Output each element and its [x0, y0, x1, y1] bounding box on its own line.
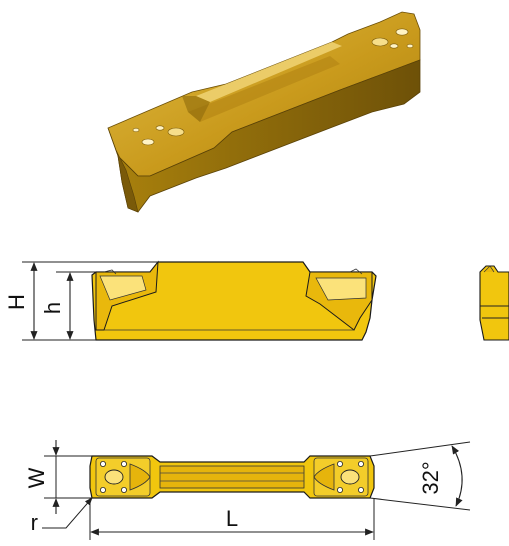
- insert-side-notch: [349, 268, 363, 275]
- label-h: h: [40, 302, 65, 314]
- label-W: W: [24, 467, 49, 488]
- insert-top-right-wing: [313, 463, 335, 491]
- insert-3d-hole: [389, 43, 399, 49]
- insert-top-view: [89, 455, 375, 499]
- insert-top-right-hole: [340, 469, 360, 485]
- insert-3d-hole: [406, 43, 414, 49]
- angle-leg: [369, 441, 471, 457]
- insert-side-right-pocket-inner: [315, 277, 367, 301]
- insert-3d-center-ridge: [196, 42, 342, 102]
- insert-3d-center-channel: [188, 56, 340, 122]
- insert-top-left-wing: [129, 463, 151, 491]
- insert-top-dot: [357, 460, 364, 467]
- insert-top-channel: [159, 465, 305, 489]
- insert-3d-hole: [395, 28, 409, 36]
- width-dimension: W: [24, 440, 92, 514]
- insert-top-dot: [100, 486, 107, 493]
- length-dimension: L: [89, 498, 375, 540]
- height-dimensions: H h: [4, 261, 158, 341]
- insert-top-dot: [357, 486, 364, 493]
- angle-arc: [451, 445, 463, 507]
- insert-3d-ridge-shade: [182, 96, 210, 122]
- insert-side-notch: [103, 269, 117, 275]
- insert-end-view: [479, 265, 509, 341]
- insert-end-top-detail: [483, 265, 495, 273]
- angle-dimension: 32°: [369, 441, 471, 511]
- label-r: r: [31, 510, 38, 535]
- label-L: L: [226, 506, 238, 531]
- insert-3d-view: [107, 11, 421, 213]
- radius-callout: r: [31, 497, 93, 535]
- insert-3d-hole: [132, 127, 140, 133]
- insert-3d-hole: [155, 125, 165, 131]
- insert-top-dot: [336, 486, 343, 493]
- insert-side-view: [91, 260, 377, 341]
- insert-side-left-pocket-inner: [99, 275, 147, 301]
- insert-top-dot: [336, 460, 343, 467]
- angle-leg: [369, 497, 471, 511]
- insert-top-dot: [100, 460, 107, 467]
- insert-top-dot: [121, 486, 128, 493]
- insert-end-body: [479, 265, 509, 341]
- insert-3d-end-face: [107, 127, 139, 213]
- insert-3d-hole: [141, 138, 155, 146]
- label-H: H: [4, 294, 29, 310]
- insert-top-left-hole: [104, 469, 124, 485]
- insert-3d-hole: [371, 37, 389, 47]
- insert-3d-hole: [167, 127, 185, 137]
- label-angle: 32°: [418, 461, 443, 494]
- insert-top-dot: [121, 460, 128, 467]
- leader-line-r: [42, 497, 93, 529]
